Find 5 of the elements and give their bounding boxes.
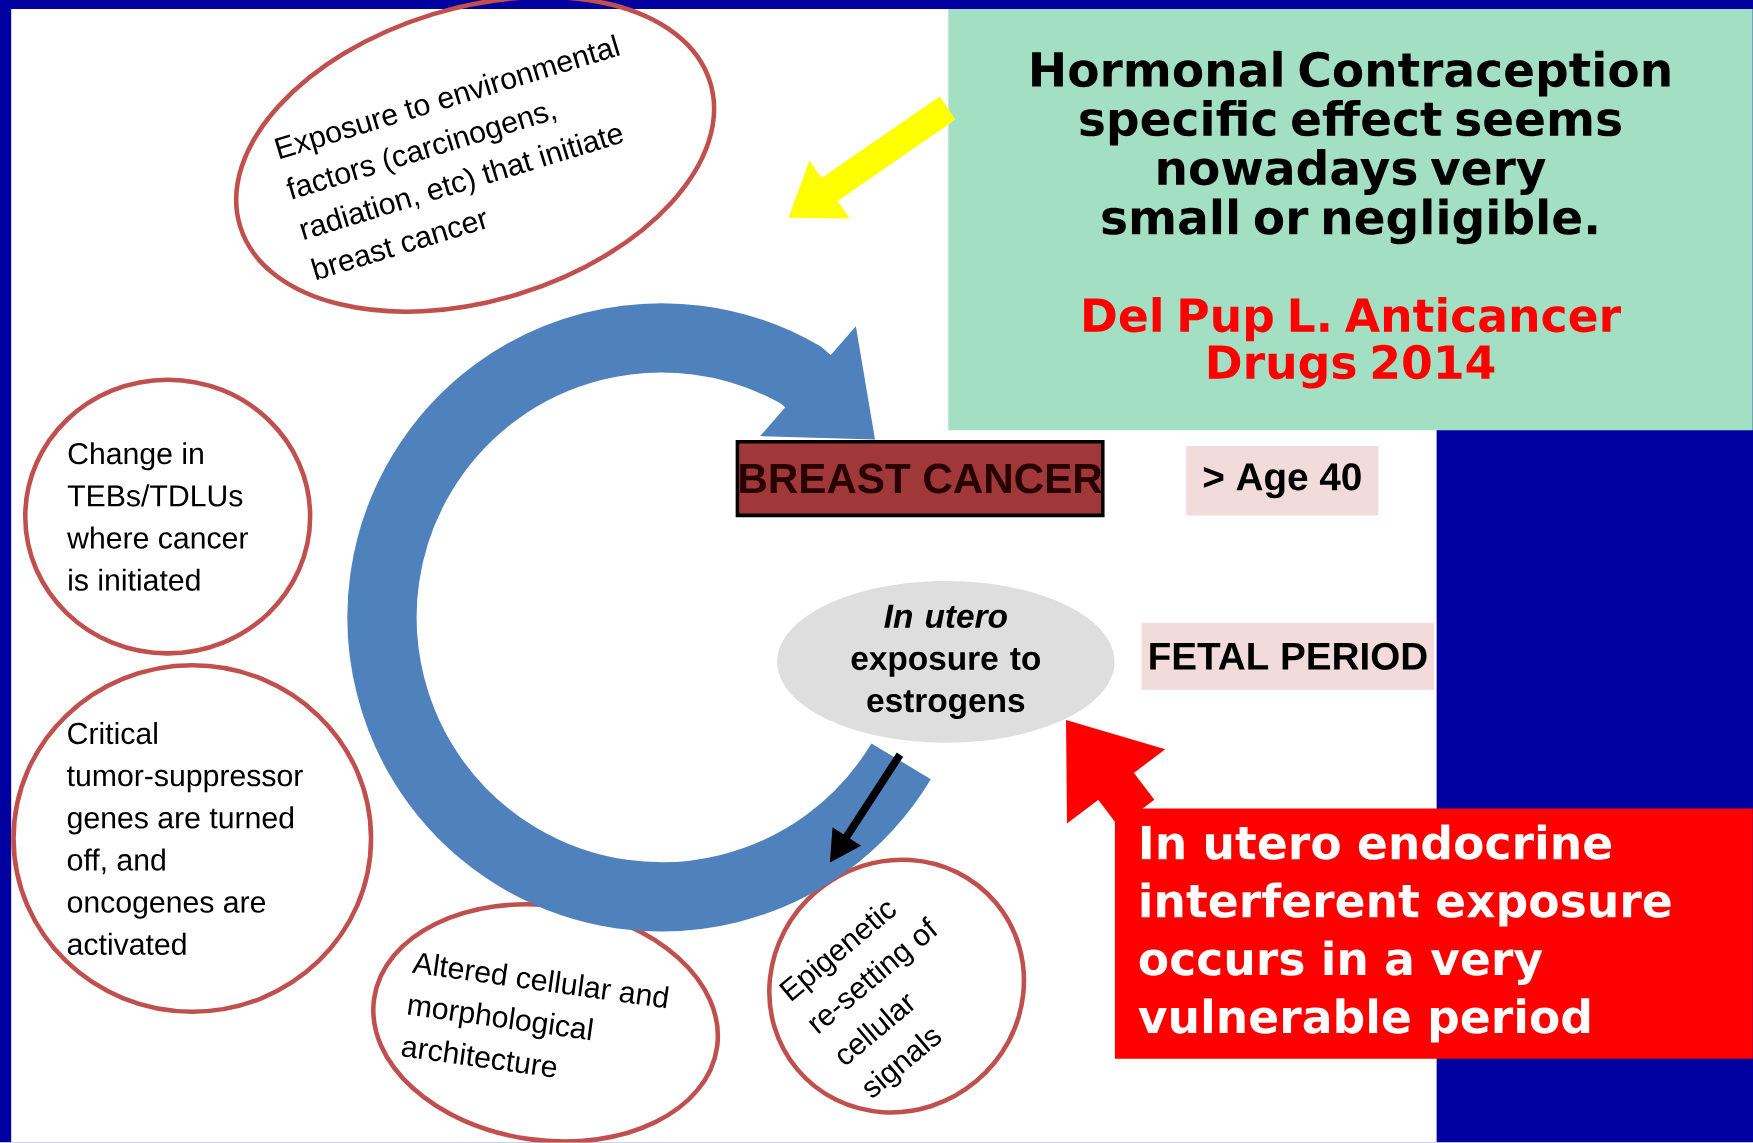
period-box: > Age 40	[1186, 446, 1379, 516]
callout-box: In utero endocrine interferent exposure occurs in a very vulnerable period	[1114, 808, 1753, 1059]
block-arrow	[347, 303, 930, 932]
period-box: FETAL PERIOD	[1141, 622, 1435, 690]
note-box: Hormonal Contraception specific effect seems nowadays very small or negligible. Del Pup L. Anticancer Drugs 2014	[948, 9, 1753, 431]
